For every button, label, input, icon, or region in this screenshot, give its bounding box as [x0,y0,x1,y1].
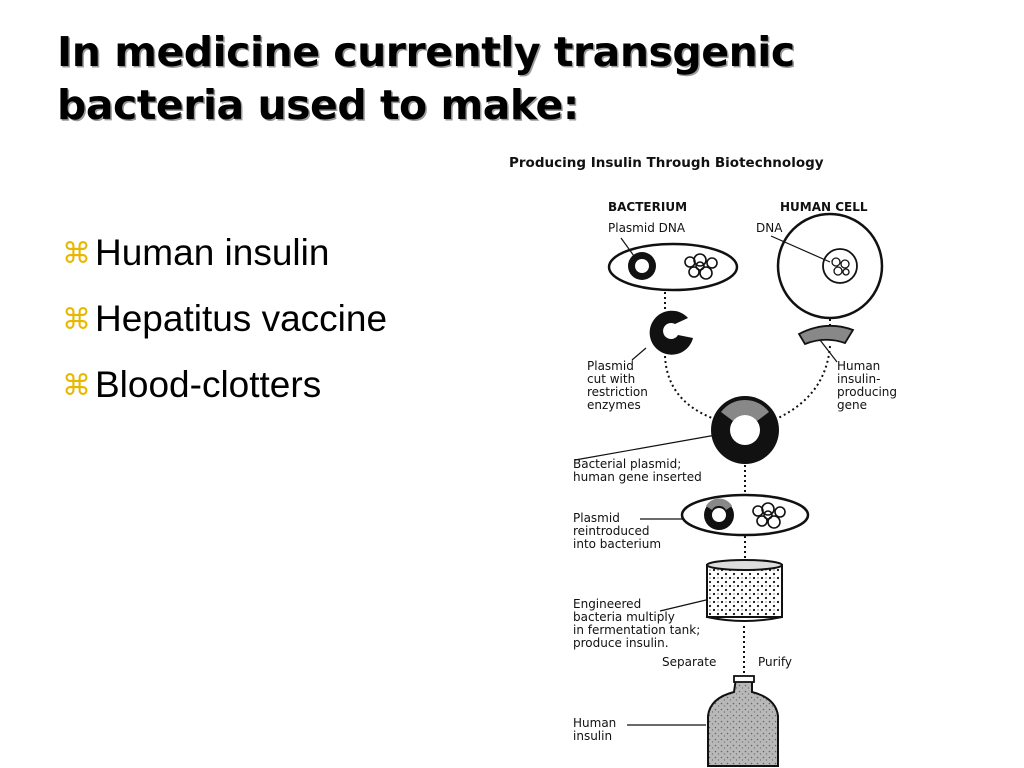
svg-text:into bacterium: into bacterium [573,537,661,551]
svg-text:in fermentation tank;: in fermentation tank; [573,623,700,637]
svg-text:enzymes: enzymes [587,398,641,412]
bacterium-cell [607,237,739,292]
insulin-gene-icon [797,324,855,346]
svg-text:Bacterial plasmid;: Bacterial plasmid; [573,457,681,471]
bullet-text: Human insulin [95,232,330,273]
diagram-title: Producing Insulin Through Biotechnology [509,155,824,171]
command-bullet-icon: ⌘ [62,302,91,336]
svg-text:insulin: insulin [573,729,612,743]
engineered-label: Engineered bacteria multiply in fermenta… [573,597,700,650]
svg-text:bacteria multiply: bacteria multiply [573,610,675,624]
svg-text:Human: Human [573,716,616,730]
human-cell-header: HUMAN CELL [780,200,868,214]
chromosome-icon [684,253,718,280]
svg-text:Plasmid: Plasmid [587,359,634,373]
svg-text:Human: Human [837,359,880,373]
bullet-item: ⌘ Hepatitus vaccine [62,286,387,352]
command-bullet-icon: ⌘ [62,368,91,402]
slide-title-line-2: bacteria used to make: [57,81,579,129]
bullet-list: ⌘ Human insulin ⌘ Hepatitus vaccine ⌘ Bl… [62,220,387,418]
svg-text:reintroduced: reintroduced [573,524,650,538]
human-insulin-label: Human insulin [573,716,616,743]
separate-label: Separate [662,655,716,669]
recombinant-plasmid-icon [711,396,779,464]
dna-label: DNA [756,221,783,235]
plasmid-cut-label: Plasmid cut with restriction enzymes [587,359,648,412]
command-bullet-icon: ⌘ [62,236,91,270]
fermentation-tank-icon [706,559,783,622]
reintroduced-label: Plasmid reintroduced into bacterium [573,511,661,551]
bullet-item: ⌘ Human insulin [62,220,387,286]
svg-text:cut with: cut with [587,372,635,386]
svg-text:produce insulin.: produce insulin. [573,636,669,650]
insulin-bottle-icon [707,675,779,767]
bullet-text: Blood-clotters [95,364,322,405]
svg-text:Plasmid: Plasmid [573,511,620,525]
human-gene-label: Human insulin- producing gene [837,359,897,412]
human-dna-icon [831,257,850,276]
chromosome-icon [752,502,786,529]
svg-text:human gene inserted: human gene inserted [573,470,702,484]
bacterial-plasmid-label: Bacterial plasmid; human gene inserted [573,457,702,484]
svg-text:gene: gene [837,398,867,412]
slide-title-line-1: In medicine currently transgenic [57,28,795,76]
human-cell [770,212,884,320]
slide-title: In medicine currently transgenic bacteri… [57,26,987,132]
engineered-bacterium [680,493,810,537]
cut-plasmid-icon [649,310,693,355]
svg-text:restriction: restriction [587,385,648,399]
bacterium-header: BACTERIUM [608,200,687,214]
purify-label: Purify [758,655,792,669]
svg-text:insulin-: insulin- [837,372,880,386]
svg-text:producing: producing [837,385,897,399]
plasmid-dna-label: Plasmid DNA [608,221,686,235]
bullet-text: Hepatitus vaccine [95,298,388,339]
svg-text:Engineered: Engineered [573,597,641,611]
bullet-item: ⌘ Blood-clotters [62,352,387,418]
